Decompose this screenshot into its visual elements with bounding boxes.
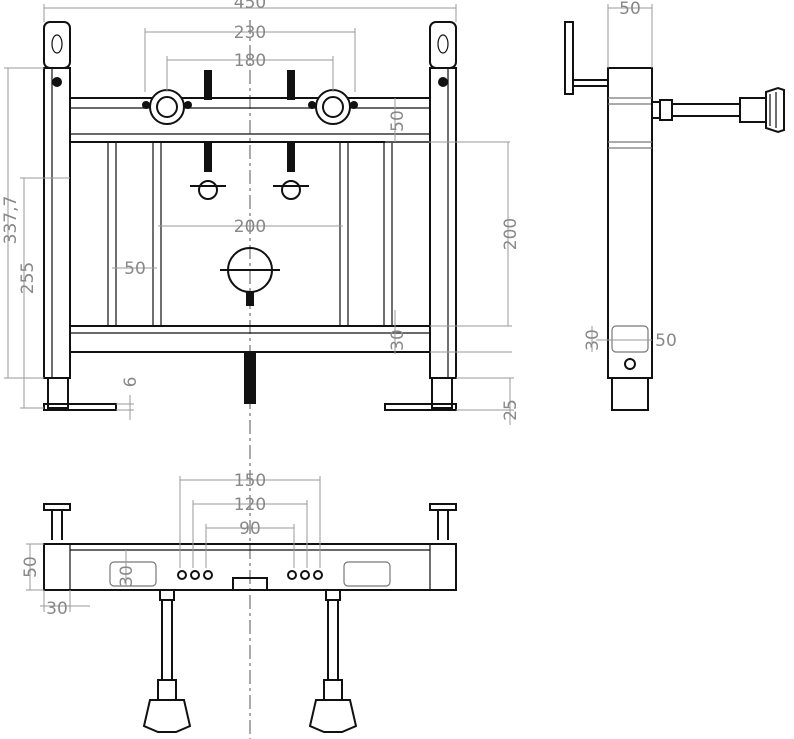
side-pipe [651, 86, 785, 134]
dim-foot-6: 6 [121, 377, 141, 388]
dim-200-vertical: 200 [501, 218, 521, 250]
dim-230: 230 [234, 23, 266, 43]
top-rail [69, 97, 431, 143]
top-down-pipes [142, 589, 358, 733]
side-body [607, 67, 653, 379]
left-post [43, 21, 117, 411]
front-dimension-lines [4, 4, 514, 425]
top-dim-120: 120 [234, 495, 266, 515]
dim-337-7: 337,7 [1, 196, 21, 245]
pipe-fittings [142, 89, 358, 125]
threaded-rods [204, 70, 295, 172]
dim-rail-30: 30 [388, 329, 408, 351]
dim-255: 255 [18, 262, 38, 294]
side-dim-50: 50 [655, 331, 677, 351]
dim-post-50: 50 [124, 259, 146, 279]
side-dim-50-top: 50 [619, 0, 641, 19]
dim-450: 450 [234, 0, 266, 13]
top-dim-150: 150 [234, 471, 266, 491]
dim-inner-200: 200 [234, 217, 266, 237]
dim-foot-25: 25 [501, 399, 521, 421]
top-view: 150 120 90 50 30 30 [21, 471, 457, 733]
dim-180: 180 [234, 51, 266, 71]
side-view: 50 30 50 [564, 0, 785, 411]
pipe-clamps [190, 180, 309, 404]
top-dim-90: 90 [239, 519, 261, 539]
dim-rail-50: 50 [388, 110, 408, 132]
top-dim-30-edge: 30 [46, 599, 68, 619]
side-top-plate [564, 21, 574, 95]
top-dim-50: 50 [21, 556, 41, 578]
side-dim-30: 30 [583, 329, 603, 351]
front-view: 450 230 180 50 200 50 337,7 255 200 30 6… [1, 0, 521, 739]
top-dim-30-slot: 30 [117, 565, 137, 587]
inner-bars [107, 141, 393, 327]
